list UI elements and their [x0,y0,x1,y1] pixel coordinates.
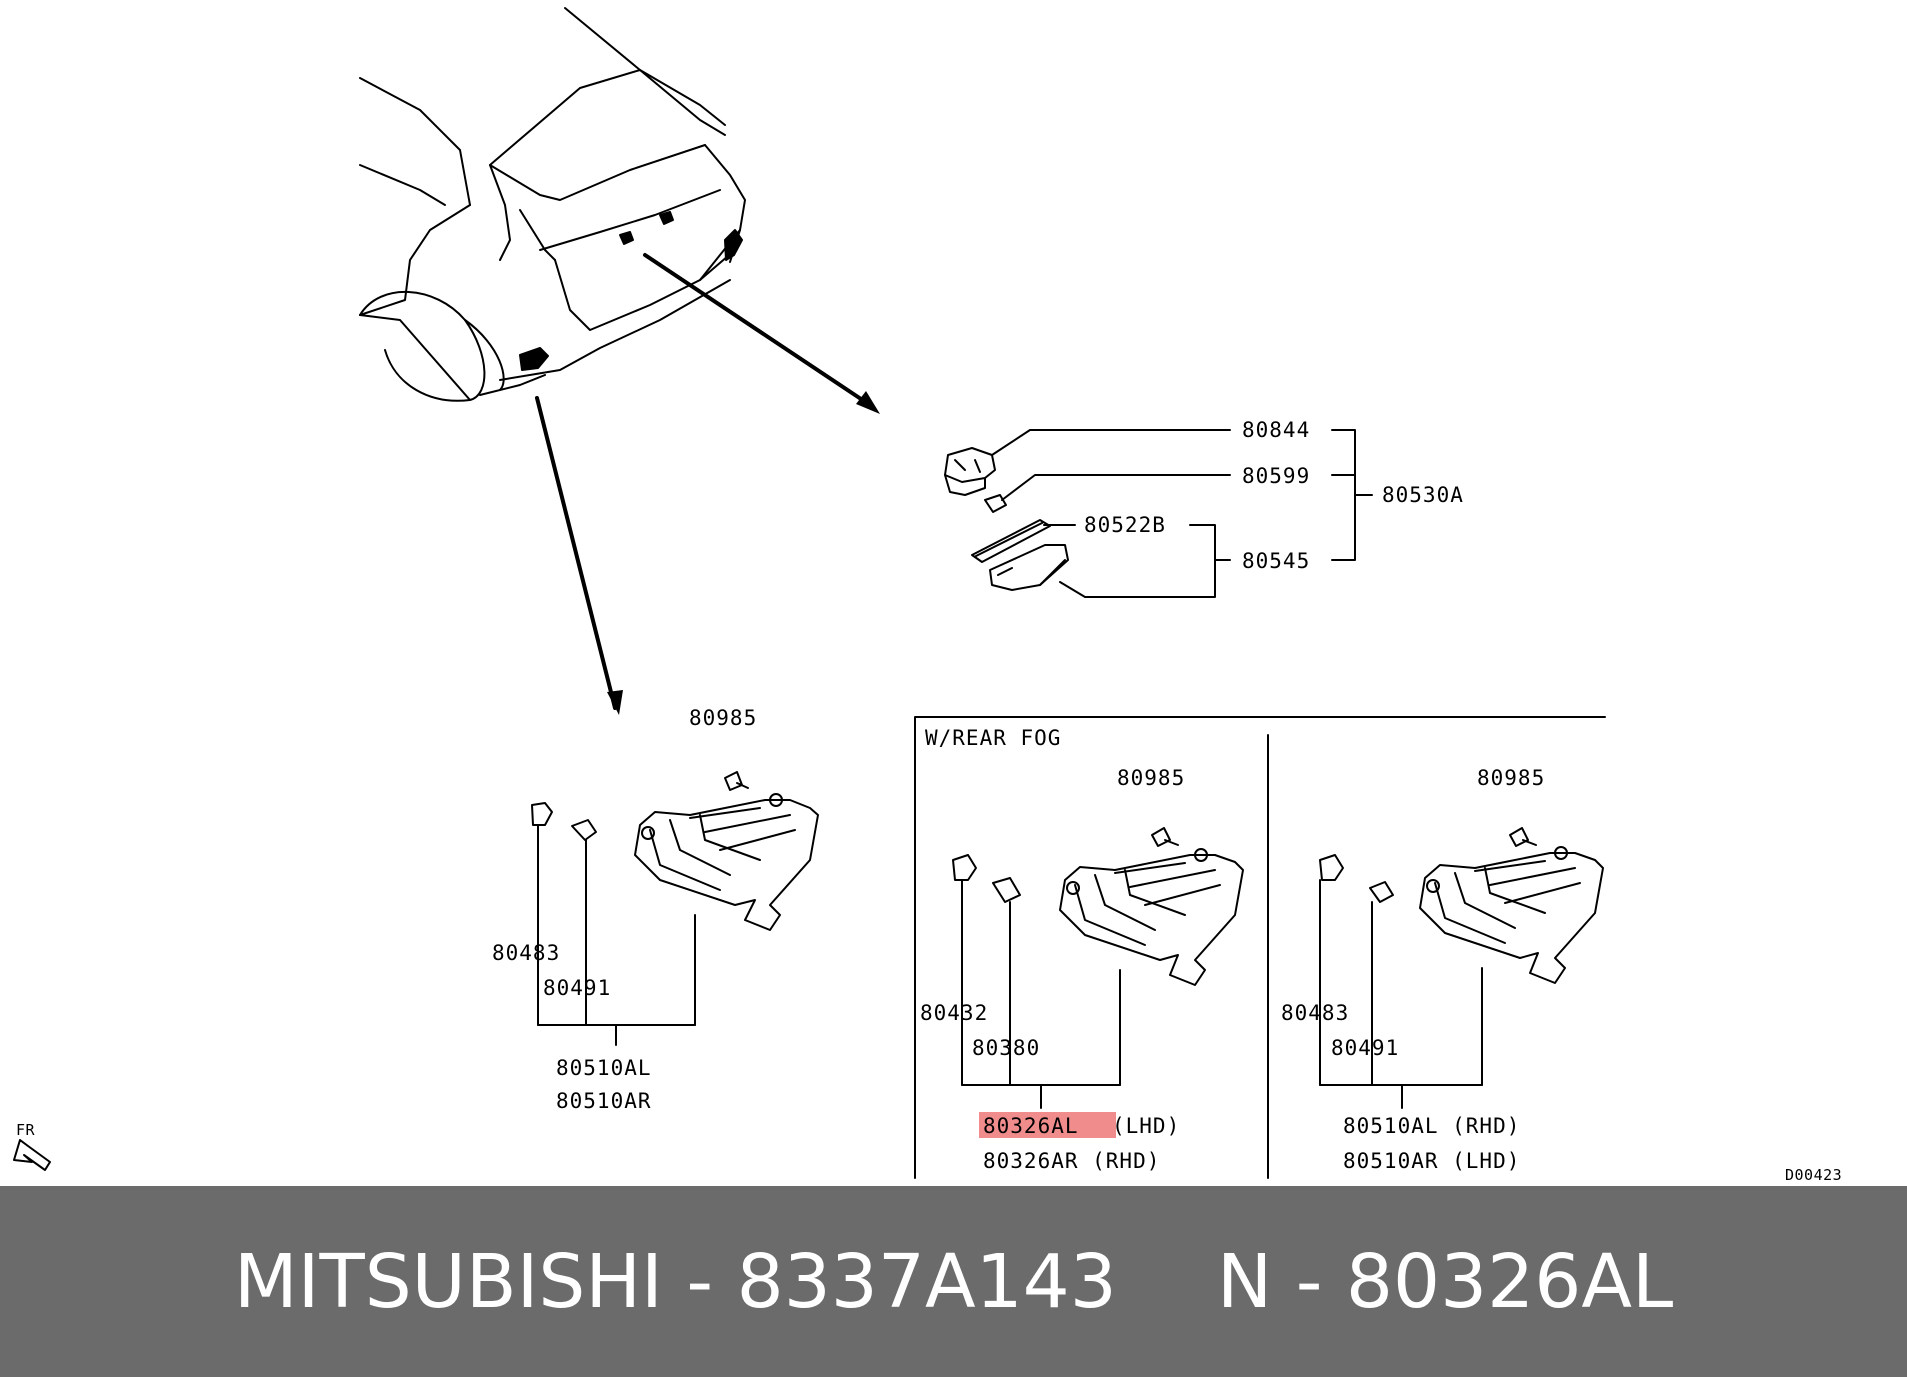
part-label-80380: 80380 [972,1036,1040,1060]
rear-fog-title: W/REAR FOG [925,726,1061,750]
part-label-80326AL: 80326AL [983,1114,1079,1138]
fr-arrow-icon [13,1139,51,1171]
rear-lamp-right [1319,827,1604,1109]
part-label-80522B: 80522B [1084,513,1166,537]
part-label-80545: 80545 [1242,549,1310,573]
part-number-footer: MITSUBISHI - 8337A143 N - 80326AL [0,1186,1907,1377]
part-label-80985-right: 80985 [1477,766,1545,790]
highlighted-part-box [979,1112,1116,1138]
oem-part-number: N - 80326AL [1216,1238,1674,1325]
part-label-80491-left: 80491 [543,976,611,1000]
part-label-80530A: 80530A [1382,483,1464,507]
part-label-80985-left: 80985 [689,706,757,730]
part-label-80483-right: 80483 [1281,1001,1349,1025]
license-lamp-assembly [944,429,1373,598]
part-label-80510AR: 80510AR [556,1089,652,1113]
part-label-lhd: (LHD) [1112,1114,1180,1138]
part-label-80985-fog: 80985 [1117,766,1185,790]
part-label-80510AL-rhd: 80510AL (RHD) [1343,1114,1520,1138]
part-label-80432: 80432 [920,1001,988,1025]
rear-fog-lamp [952,827,1244,1109]
footer-text: MITSUBISHI - 8337A143 N - 80326AL [234,1239,1673,1325]
part-label-80844: 80844 [1242,418,1310,442]
diagram-code: D00423 [1785,1166,1842,1184]
rear-fog-panel-border [914,716,1606,1179]
part-label-80599: 80599 [1242,464,1310,488]
car-rear-illustration [359,7,746,402]
footer-gap [1117,1239,1217,1325]
part-label-80326AR: 80326AR (RHD) [983,1149,1160,1173]
parts-diagram: 80844 80599 80530A 80522B 80545 80985 80… [13,7,1842,1184]
rear-lamp-left [531,771,819,1046]
brand-part-number: MITSUBISHI - 8337A143 [233,1238,1117,1325]
part-label-80491-right: 80491 [1331,1036,1399,1060]
part-label-80510AR-lhd: 80510AR (LHD) [1343,1149,1520,1173]
pointer-arrows [535,253,872,710]
part-label-80483-left: 80483 [492,941,560,965]
part-label-80510AL: 80510AL [556,1056,652,1080]
fr-label: FR [16,1121,36,1139]
